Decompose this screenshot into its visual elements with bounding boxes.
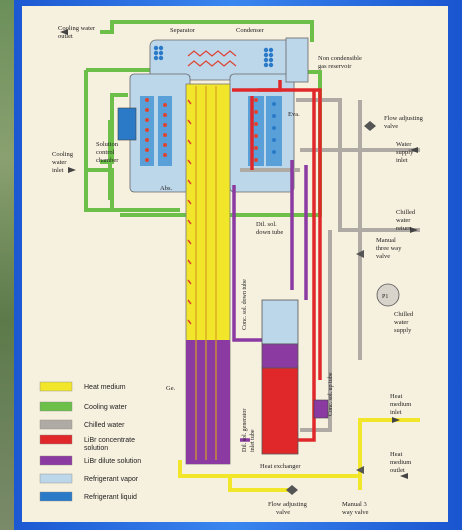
flow-adjusting-valve-bottom-icon (286, 485, 298, 495)
label-manual-3way-bottom-1: Manual 3 (342, 501, 367, 508)
label-manual-three-way-2: three way (376, 245, 402, 252)
label-heat-outlet-3: outlet (390, 467, 405, 474)
legend-label: Chilled water (84, 422, 125, 429)
label-cooling-water-inlet-2: water (52, 159, 67, 166)
legend-label: Refrigerant liquid (84, 494, 137, 501)
label-heat-inlet-3: inlet (390, 409, 402, 416)
label-chilled-supply-1: Chilled (394, 311, 414, 318)
manual-3way-valve-bottom-icon (356, 466, 364, 474)
legend-swatch (39, 491, 73, 502)
label-dil-sol-down-1: Dil. sol. (256, 221, 277, 228)
label-cooling-water-outlet-1: Cooling water (58, 25, 96, 32)
label-water-supply-3: inlet (396, 157, 408, 164)
label-chilled-supply-2: water (394, 319, 409, 326)
label-abs: Abs. (160, 185, 172, 192)
label-cooling-water-inlet-1: Cooling (52, 151, 74, 158)
label-dil-sol-gen-2: inlet tube (250, 429, 256, 452)
label-cooling-water-inlet-3: inlet (52, 167, 64, 174)
label-non-condensible-1: Non condensible (318, 55, 362, 62)
label-eva: Eva. (288, 111, 300, 118)
legend-swatch (39, 381, 73, 392)
pump-p1: P1 (376, 283, 400, 307)
legend-swatch (39, 434, 73, 445)
label-chilled-supply-3: supply (394, 327, 412, 334)
legend-label: LiBr dilute solution (84, 458, 141, 465)
legend-label: Heat medium (84, 384, 126, 391)
label-water-supply-1: Water (396, 141, 412, 148)
label-ge: Ge. (166, 385, 176, 392)
label-flow-adjusting-bottom-1: Flow adjusting (268, 501, 308, 508)
label-heat-inlet-2: medium (390, 401, 411, 408)
label-conc-sol-down: Conc. sol. down tube (242, 279, 248, 330)
legend-label: Cooling water (84, 404, 127, 411)
label-flow-adjusting-top-1: Flow adjusting (384, 115, 424, 122)
label-non-condensible-2: gas reservoir (318, 63, 352, 70)
left-photo-strip (0, 0, 14, 530)
chilled-water-pipes (240, 98, 420, 432)
label-dil-sol-down-2: down tube (256, 229, 283, 236)
dilute-solution-pipes (232, 160, 308, 442)
flow-adjusting-valve-top-icon (364, 121, 376, 131)
heat-exchanger (261, 299, 299, 455)
label-solution-control-1: Solution (96, 141, 119, 148)
legend-swatch (39, 419, 73, 430)
label-manual-three-way-1: Manual (376, 237, 396, 244)
label-solution-control-3: chamber (96, 157, 119, 164)
solution-pump (313, 399, 329, 419)
generator-column (185, 83, 231, 465)
label-chilled-return-3: return (396, 225, 412, 232)
label-solution-control-2: control (96, 149, 115, 156)
legend-label: LiBr concentrate (84, 437, 135, 444)
label-flow-adjusting-bottom-2: valve (276, 509, 290, 516)
pump-label: P1 (382, 294, 388, 300)
label-separator: Separator (170, 27, 196, 34)
heat-medium-pipes (178, 418, 420, 492)
legend-swatch (39, 455, 73, 466)
label-heat-outlet-2: medium (390, 459, 411, 466)
legend-label: solution (84, 445, 108, 452)
label-manual-3way-bottom-2: way valve (342, 509, 369, 516)
label-heat-inlet-1: Heat (390, 393, 402, 400)
label-manual-three-way-3: valve (376, 253, 390, 260)
label-chilled-return-2: water (396, 217, 411, 224)
label-condenser: Condenser (236, 27, 265, 34)
label-heat-outlet-1: Heat (390, 451, 402, 458)
label-conc-sol-up: Conc. sol. up tube (328, 372, 334, 416)
label-heat-exchanger: Heat exchanger (260, 463, 301, 470)
legend-label: Refrigerant vapor (84, 476, 139, 483)
manual-three-way-valve-icon (356, 250, 364, 258)
legend-swatch (39, 401, 73, 412)
label-cooling-water-outlet-2: outlet (58, 33, 73, 40)
diagram-labels: Cooling water outlet Separator Condenser… (52, 25, 424, 516)
flow-arrows (60, 29, 418, 479)
label-dil-sol-gen-1: Dil. sol. generator (242, 409, 248, 452)
legend-swatch (39, 473, 73, 484)
solution-control-chamber (117, 107, 137, 141)
label-flow-adjusting-top-2: valve (384, 123, 398, 130)
label-chilled-return-1: Chilled (396, 209, 416, 216)
label-water-supply-2: supply (396, 149, 414, 156)
concentrate-solution-pipes (232, 80, 322, 442)
